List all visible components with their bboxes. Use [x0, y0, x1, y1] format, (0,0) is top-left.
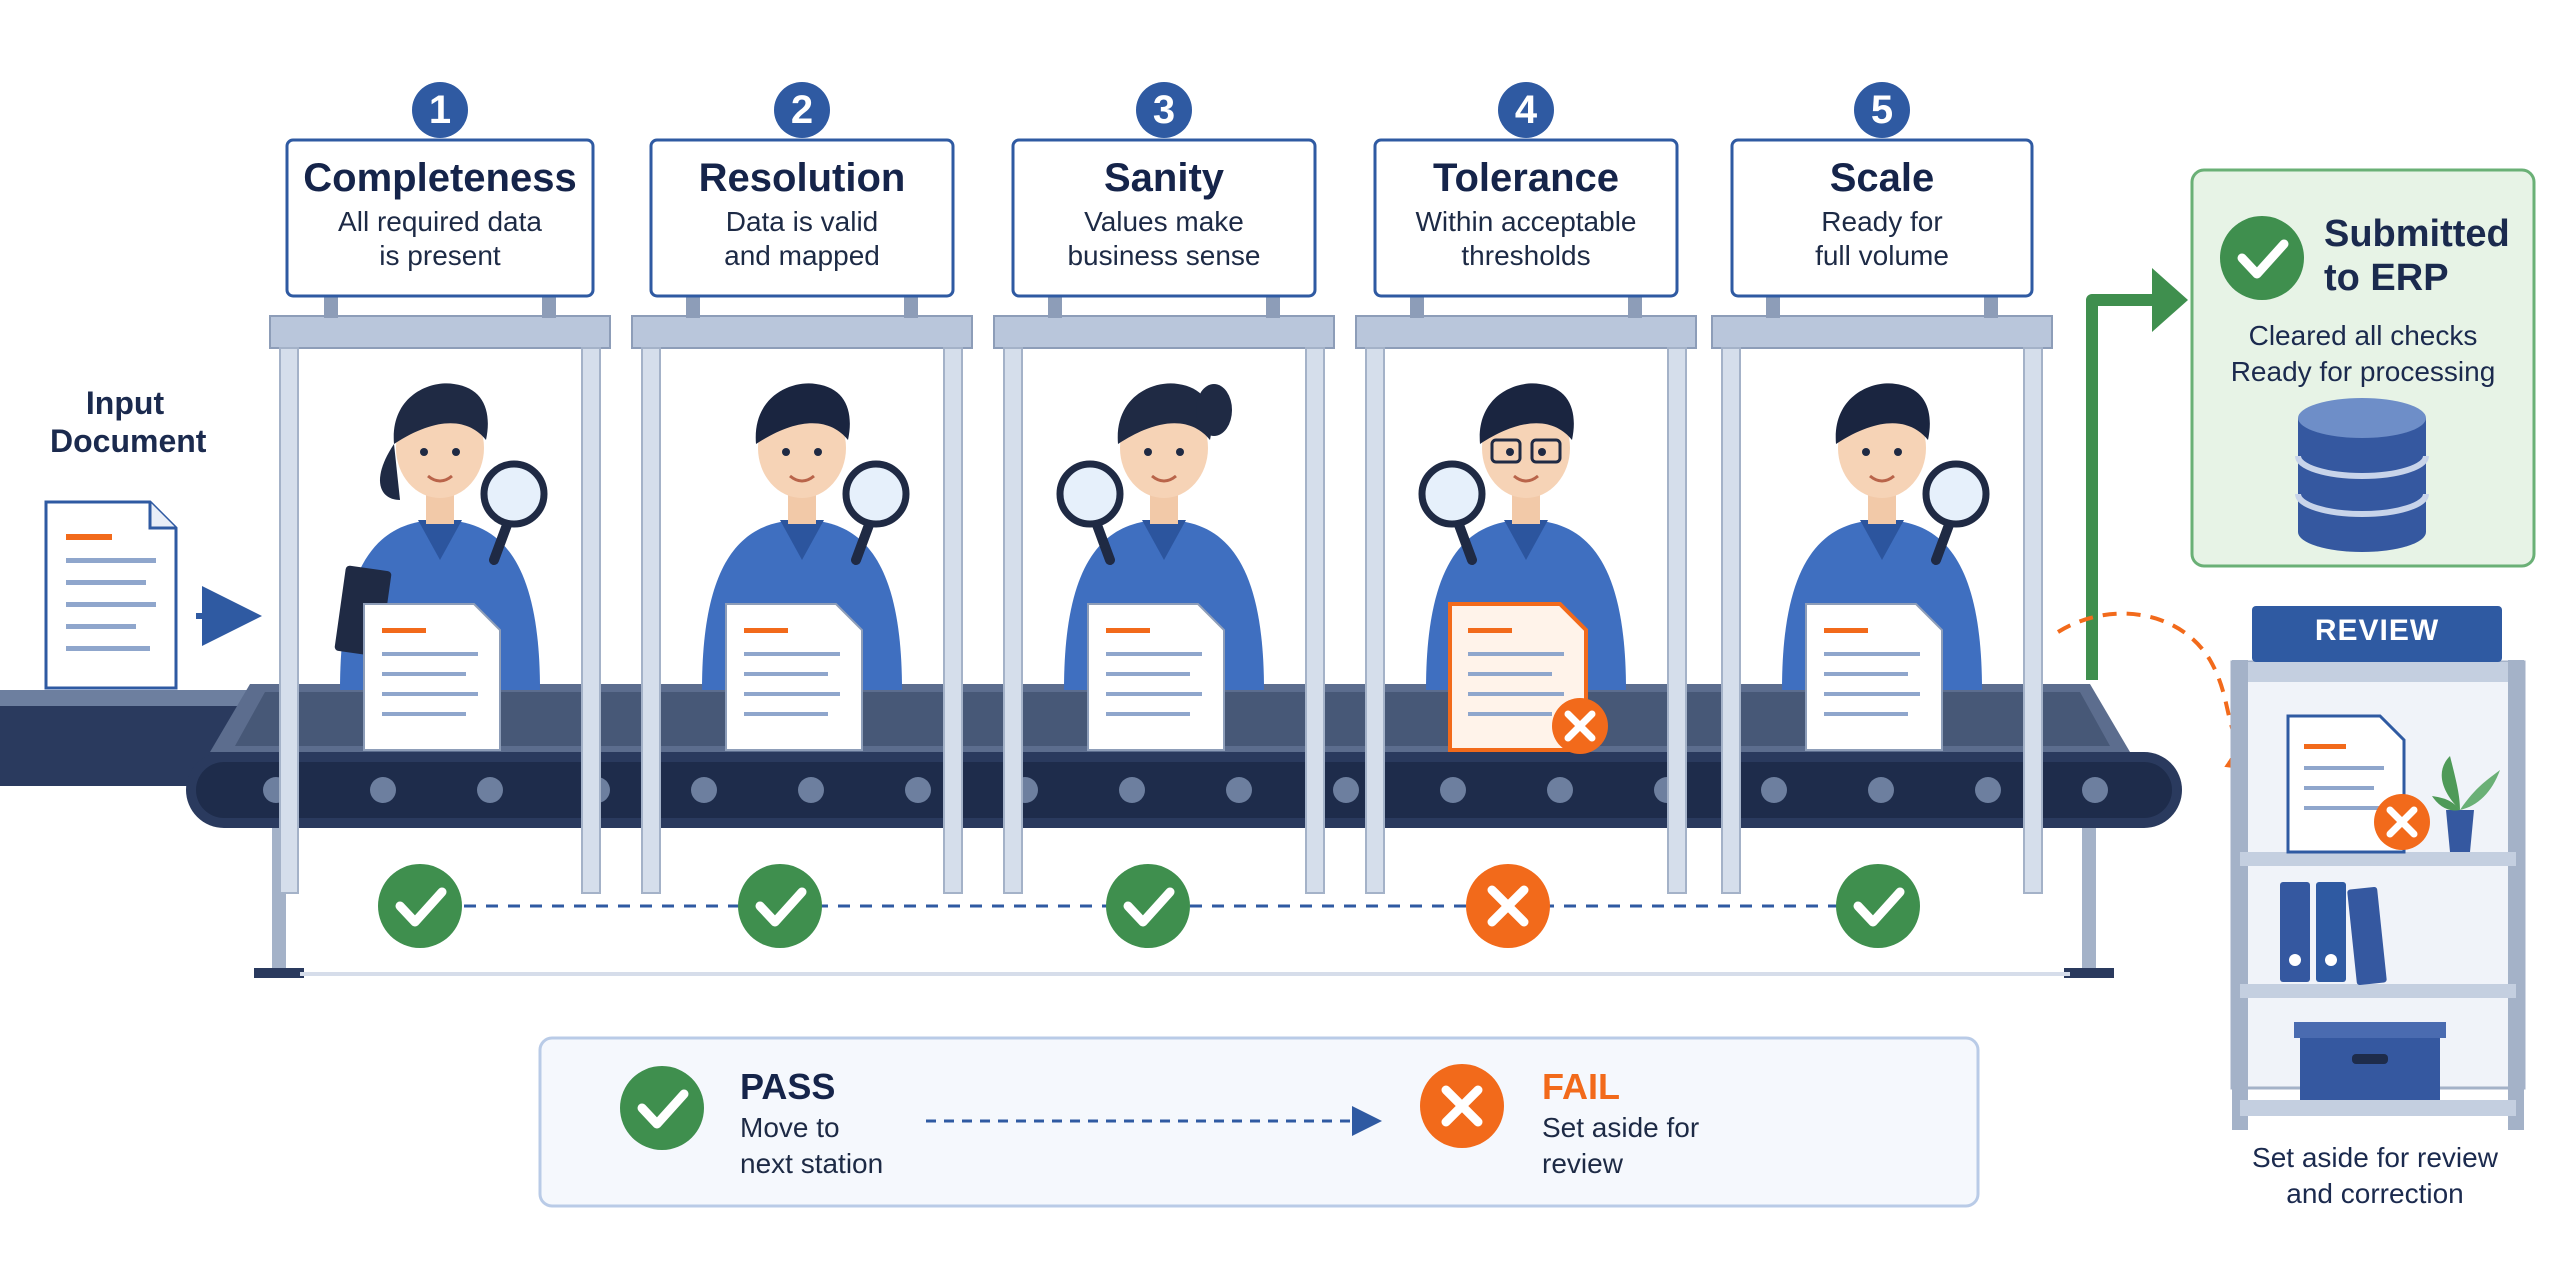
legend-fail-title: FAIL: [1542, 1066, 1620, 1107]
pass-status-icon: [738, 864, 822, 948]
station-desc-line1: Data is valid: [725, 206, 879, 237]
station-desc-line2: thresholds: [1461, 240, 1591, 271]
station-desc-line2: and mapped: [724, 240, 880, 271]
roller-icon: [905, 777, 931, 803]
review-shelf: [2230, 660, 2526, 1130]
station-sign: [649, 138, 955, 298]
database-icon: [2295, 398, 2429, 552]
magnifier-icon: [480, 460, 548, 565]
station-1: [269, 138, 611, 894]
inspected-document-icon: [725, 603, 863, 751]
magnifier-icon: [1922, 460, 1990, 565]
erp-desc-line1: Cleared all checks: [2248, 320, 2478, 351]
station-title: Tolerance: [1433, 156, 1619, 200]
erp-title-line1: Submitted: [2324, 213, 2510, 255]
legend-pass-desc-line2: next station: [740, 1148, 884, 1179]
station-number-badge: 3: [1136, 82, 1192, 138]
station-desc-line1: Values make: [1084, 206, 1244, 237]
inspected-document-icon: [363, 603, 501, 751]
station-sign: [1373, 138, 1679, 298]
station-desc-line1: Ready for: [1821, 206, 1943, 237]
station-desc-line2: full volume: [1815, 240, 1949, 271]
binders-icon: [2280, 882, 2387, 986]
inspected-document-icon: [1087, 603, 1225, 751]
legend-pass-title: PASS: [740, 1066, 836, 1107]
legend-fail-icon: [1420, 1064, 1504, 1148]
station-3: [993, 138, 1335, 894]
roller-icon: [477, 777, 503, 803]
erp-check-icon: [2220, 216, 2304, 300]
station-desc-line2: business sense: [1067, 240, 1261, 271]
station-title: Resolution: [698, 156, 906, 200]
station-desc-line2: is present: [379, 240, 501, 271]
review-sign: [2252, 606, 2502, 662]
magnifier-icon: [1056, 460, 1124, 565]
review-sign-label: REVIEW: [2314, 614, 2440, 647]
roller-icon: [1975, 777, 2001, 803]
station-title: Scale: [1829, 156, 1935, 200]
station-sign: [1011, 138, 1317, 298]
station-5: [1711, 138, 2053, 894]
station-2: [631, 138, 973, 894]
station-number-badge: 4: [1498, 82, 1554, 138]
plant-icon: [2432, 756, 2500, 852]
legend-fail-desc-line1: Set aside for: [1542, 1112, 1700, 1143]
station-4: [1355, 138, 1697, 894]
roller-icon: [1333, 777, 1359, 803]
station-title: Completeness: [303, 156, 577, 200]
roller-icon: [1868, 777, 1894, 803]
erp-arrow-icon: [2086, 294, 2160, 680]
inspected-document-icon: [1448, 602, 1608, 754]
station-number-badge: 1: [412, 82, 468, 138]
review-caption-line1: Set aside for review: [2252, 1142, 2498, 1173]
legend-fail-desc-line2: review: [1542, 1148, 1623, 1179]
station-desc-line1: Within acceptable: [1415, 206, 1637, 237]
roller-icon: [370, 777, 396, 803]
station-number-badge: 5: [1854, 82, 1910, 138]
erp-desc-line2: Ready for processing: [2230, 356, 2496, 387]
station-desc-line1: All required data: [338, 206, 542, 237]
station-title: Sanity: [1103, 156, 1225, 200]
input-label-line1: Input: [85, 385, 165, 421]
storage-box-icon: [2294, 1022, 2446, 1100]
review-fail-icon: [2374, 794, 2430, 850]
input-document-icon: [44, 500, 178, 690]
station-sign: [1730, 138, 2034, 298]
pass-status-icon: [378, 864, 462, 948]
legend-pass-icon: [620, 1066, 704, 1150]
legend-pass-desc-line1: Move to: [740, 1112, 840, 1143]
roller-icon: [2082, 777, 2108, 803]
review-caption-line2: and correction: [2286, 1178, 2464, 1209]
station-number-badge: 2: [774, 82, 830, 138]
magnifier-icon: [1418, 460, 1486, 565]
roller-icon: [1547, 777, 1573, 803]
station-sign: [285, 138, 595, 298]
pass-status-icon: [1836, 864, 1920, 948]
magnifier-icon: [842, 460, 910, 565]
roller-icon: [1761, 777, 1787, 803]
roller-icon: [798, 777, 824, 803]
pass-status-icon: [1106, 864, 1190, 948]
fail-status-icon: [1466, 864, 1550, 948]
roller-icon: [1119, 777, 1145, 803]
roller-icon: [691, 777, 717, 803]
inspected-document-icon: [1805, 603, 1943, 751]
roller-icon: [1440, 777, 1466, 803]
input-label-line2: Document: [50, 423, 207, 459]
erp-title-line2: to ERP: [2324, 257, 2449, 299]
roller-icon: [1226, 777, 1252, 803]
